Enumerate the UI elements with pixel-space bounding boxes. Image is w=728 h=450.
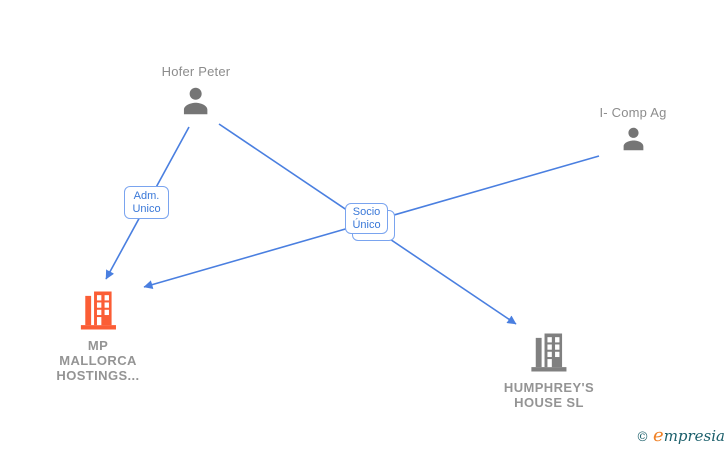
- company-name-line: MALLORCA: [59, 353, 137, 368]
- person-name-label: I- Comp Ag: [599, 105, 667, 120]
- building-icon: [530, 332, 568, 373]
- node-mp-mallorca-hostings[interactable]: MP MALLORCA HOSTINGS...: [56, 290, 139, 383]
- company-name-label: MP MALLORCA HOSTINGS...: [56, 338, 139, 383]
- edge-label-text: Unico: [132, 202, 161, 215]
- person-name-label: Hofer Peter: [161, 64, 231, 79]
- company-name-line: MP: [87, 338, 109, 353]
- brand-initial: e: [653, 425, 664, 446]
- person-icon: [177, 82, 215, 120]
- company-name-line: HUMPHREY'S: [503, 380, 595, 395]
- building-icon: [79, 290, 117, 331]
- node-i-comp-ag[interactable]: I- Comp Ag: [599, 105, 666, 160]
- node-humphreys-house[interactable]: HUMPHREY'S HOUSE SL: [504, 332, 594, 410]
- edge-label-adm-unico[interactable]: Adm. Unico: [124, 186, 169, 219]
- copyright-icon: ©: [636, 430, 650, 445]
- company-name-label: HUMPHREY'S HOUSE SL: [504, 380, 594, 410]
- empresia-watermark: ©empresia: [636, 425, 725, 446]
- brand-name: mpresia: [663, 427, 725, 445]
- edge-label-text: Único: [352, 218, 381, 231]
- edge-label-text: Socio: [352, 205, 381, 218]
- node-hofer-peter[interactable]: Hofer Peter: [162, 64, 231, 125]
- company-name-line: HOUSE SL: [514, 395, 584, 410]
- company-name-line: HOSTINGS...: [56, 368, 140, 383]
- person-icon: [617, 123, 649, 155]
- edge-label-text: Adm.: [133, 189, 160, 202]
- edge-label-socio-unico[interactable]: Socio Único: [345, 203, 388, 234]
